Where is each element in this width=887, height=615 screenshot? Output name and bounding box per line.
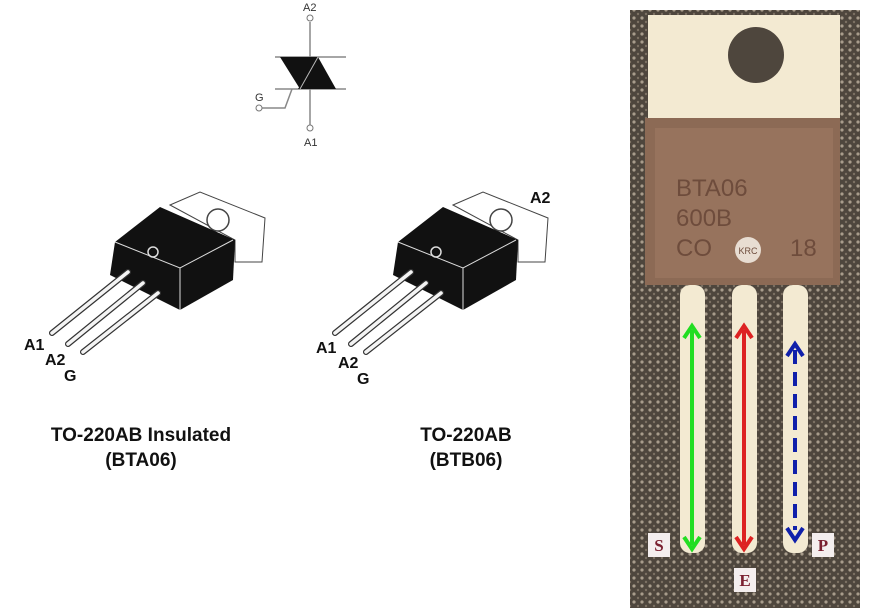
package-insulated-part: (BTA06) (105, 450, 176, 471)
terminal-a1-label: A1 (304, 137, 317, 149)
pin-g-label: G (64, 368, 76, 385)
marking-part: BTA06 (676, 175, 748, 202)
tab-a2-label: A2 (530, 190, 551, 207)
pin-a1-label: A1 (24, 337, 45, 354)
package-insulated-title: TO-220AB Insulated (51, 425, 231, 446)
marking-code: CO (676, 235, 712, 262)
package-standard-title: TO-220AB (420, 425, 512, 446)
terminal-gate-label: G (255, 92, 264, 104)
terminal-a2-label: A2 (303, 2, 316, 14)
triac-diode-left (280, 57, 318, 89)
to220-standard-drawing (335, 192, 548, 352)
to220-insulated-drawing (52, 192, 265, 352)
package-insulated: A1 A2 G TO-220AB Insulated (BTA06) (24, 192, 265, 471)
arrow-red (734, 322, 754, 553)
pin-g-label: G (357, 371, 369, 388)
arrow-green (682, 322, 702, 553)
pin-s-label: S (654, 536, 663, 555)
pin-e-label: E (739, 571, 750, 590)
marking-voltage: 600B (676, 205, 732, 232)
mounting-hole (728, 27, 784, 83)
triac-photo: BTA06 600B CO 18 KRC S (630, 10, 860, 608)
krc-badge-text: KRC (738, 246, 758, 256)
pin-p-label: P (818, 536, 828, 555)
pin-a2-label: A2 (45, 352, 66, 369)
triac-symbol: A2 G A1 (255, 2, 346, 149)
pin-a2-label: A2 (338, 355, 359, 372)
pin-a1-label: A1 (316, 340, 337, 357)
package-standard: A2 A1 A2 G TO-220AB (BTB06) (316, 190, 551, 471)
package-standard-part: (BTB06) (430, 450, 503, 471)
arrow-blue-dashed (785, 340, 805, 544)
krc-badge (735, 237, 761, 263)
marking-date: 18 (790, 235, 817, 262)
triac-diode-right (298, 57, 336, 89)
